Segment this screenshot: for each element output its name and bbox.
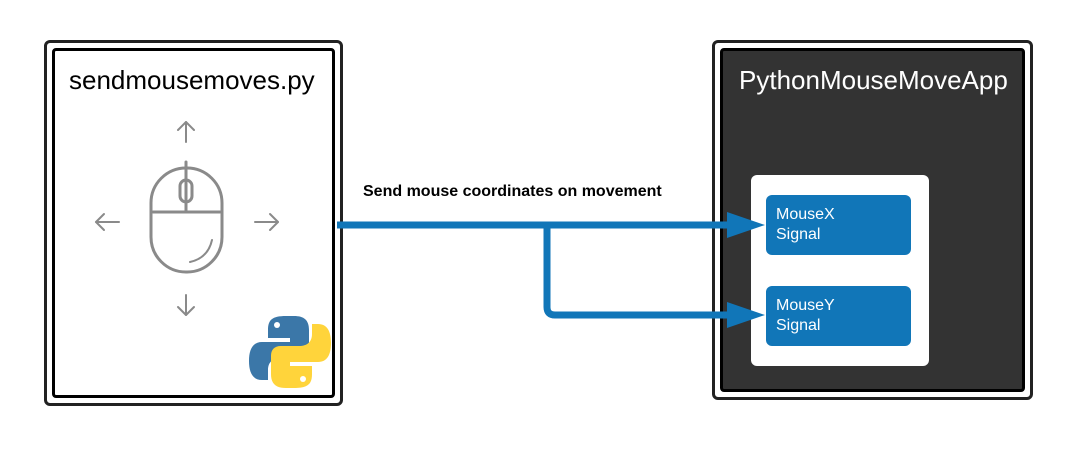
- connector-arrowhead-x: [727, 212, 765, 238]
- mouse-icon: [149, 160, 224, 274]
- receiver-app-inner: PythonMouseMoveApp MouseX Signal MouseY …: [720, 48, 1025, 392]
- sender-script-box: sendmousemoves.py: [44, 40, 343, 406]
- arrow-down-icon: [177, 294, 195, 316]
- receiver-app-title: PythonMouseMoveApp: [739, 65, 1008, 95]
- receiver-app-box: PythonMouseMoveApp MouseX Signal MouseY …: [712, 40, 1033, 400]
- signal-panel: MouseX Signal MouseY Signal: [751, 175, 929, 366]
- python-logo-icon: [249, 316, 331, 388]
- connector-label: Send mouse coordinates on movement: [363, 183, 662, 200]
- mousex-signal: MouseX Signal: [766, 195, 911, 255]
- arrow-right-icon: [254, 213, 279, 231]
- mousey-signal: MouseY Signal: [766, 286, 911, 346]
- connector-line-y: [543, 225, 735, 319]
- arrow-up-icon: [177, 121, 195, 143]
- connector-arrowhead-y: [727, 302, 765, 328]
- arrow-left-icon: [95, 213, 120, 231]
- sender-script-title: sendmousemoves.py: [69, 65, 315, 95]
- connector-arrows: [337, 212, 765, 328]
